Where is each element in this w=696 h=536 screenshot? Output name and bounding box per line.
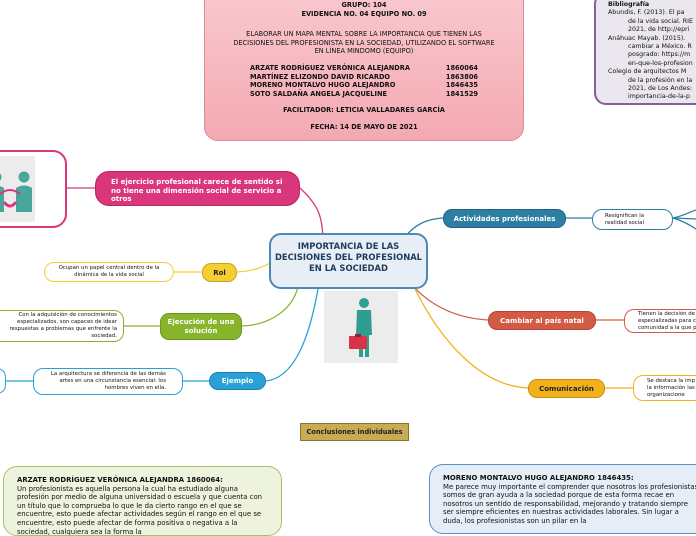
cambiar-note[interactable]: Tienen la decisión de especializadas par… [624, 309, 696, 333]
service-dimension-topic[interactable]: El ejercicio profesional carece de senti… [95, 171, 300, 206]
bibliography-line: 2021, de http://epri [628, 26, 690, 34]
conclusion-text: Me parece muy importante el comprender q… [443, 482, 696, 525]
bibliography-line: 2021, de Los Andes: [628, 85, 693, 93]
assignment-header[interactable]: GRUPO: 104 EVIDENCIA NO. 04 EQUIPO NO. 0… [204, 0, 524, 141]
team-members: ARZATE RODRÍGUEZ VERÓNICA ALEJANDRA 18600… [205, 64, 523, 98]
member-name: ARZATE RODRÍGUEZ VERÓNICA ALEJANDRA [250, 63, 410, 72]
member-row: SOTO SALDAÑA ANGELA JACQUELINE 1841529 [205, 90, 523, 99]
bibliography-line: importancia-de-la-p [628, 93, 691, 101]
bibliography-line: de la profesión en la [628, 76, 693, 84]
ejecucion-note[interactable]: Con la adquisición de conocimientos espe… [0, 310, 124, 342]
ejecucion-topic[interactable]: Ejecución de una solución [160, 313, 242, 340]
conclusion-title: MORENO MONTALVO HUGO ALEJANDRO 1846435: [443, 474, 634, 482]
professional-person-icon [349, 298, 372, 357]
rol-note[interactable]: Ocupan un papel central dentro de la din… [44, 262, 174, 282]
conclusion-text: Un profesionista es aquella persona la c… [17, 484, 263, 536]
rol-topic[interactable]: Rol [202, 263, 237, 282]
bibliography-line: Abundis, F. (2013). El pa [608, 9, 685, 17]
bibliography-line: en-que-los-profesion [628, 59, 693, 67]
facilitador-label: FACILITADOR: LETICIA VALLADARES GARCÍA [283, 106, 445, 115]
assignment-description: ELABORAR UN MAPA MENTAL SOBRE LA IMPORTA… [205, 30, 523, 56]
conclusiones-topic[interactable]: Conclusiones individuales [300, 423, 409, 441]
description-line: EN LÍNEA MINDOMO (EQUIPO) [314, 47, 414, 56]
grupo-label: GRUPO: 104 [341, 1, 387, 9]
description-line: ELABORAR UN MAPA MENTAL SOBRE LA IMPORTA… [246, 30, 482, 39]
bibliography-title: Bibliografía [608, 1, 650, 8]
comunicacion-note[interactable]: Se destaca la imp de la información las … [633, 375, 696, 401]
bibliography-line: posgrado: https://m [628, 51, 691, 59]
cambiar-topic[interactable]: Cambiar al país natal [488, 311, 596, 330]
member-id: 1841529 [445, 89, 478, 98]
member-id: 1860064 [445, 63, 478, 72]
bibliography-line: Anáhuac Mayab. (2015). [608, 34, 686, 42]
evidencia-label: EVIDENCIA NO. 04 EQUIPO NO. 09 [301, 9, 427, 18]
connector-lines [6, 187, 696, 389]
bibliography-box[interactable]: Bibliografía Abundis, F. (2013). El pa d… [594, 0, 696, 105]
conclusion-moreno[interactable]: MORENO MONTALVO HUGO ALEJANDRO 1846435: … [429, 464, 696, 534]
conclusion-arzate[interactable]: ARZATE RODRÍGUEZ VERÓNICA ALEJANDRA 1860… [3, 466, 282, 536]
member-name: MORENO MONTALVO HUGO ALEJANDRO [250, 81, 396, 90]
professional-image-card[interactable] [324, 291, 398, 363]
member-id: 1846435 [445, 81, 478, 90]
bibliography-line: cambiar a México. R [628, 43, 692, 51]
actividades-note[interactable]: Resignifican la realidad social [592, 209, 673, 230]
member-name: SOTO SALDAÑA ANGELA JACQUELINE [250, 89, 387, 98]
description-line: DECISIONES DEL PROFESIONISTA EN LA SOCIE… [233, 38, 495, 47]
fecha-label: FECHA: 14 DE MAYO DE 2021 [310, 122, 418, 131]
member-name: MARTÍNEZ ELIZONDO DAVID RICARDO [250, 72, 391, 81]
ejemplo-topic[interactable]: Ejemplo [209, 372, 266, 390]
actividades-topic[interactable]: Actividades profesionales [443, 209, 566, 228]
member-row: ARZATE RODRÍGUEZ VERÓNICA ALEJANDRA 18600… [205, 64, 523, 73]
bibliography-line: Colegio de arquitectos M [608, 68, 687, 76]
people-image-card[interactable] [0, 150, 67, 228]
member-id: 1863806 [445, 72, 478, 81]
bibliography-line: de la vida social. RIE [628, 17, 693, 25]
people-connection-icon [0, 171, 32, 212]
conclusion-title: ARZATE RODRÍGUEZ VERÓNICA ALEJANDRA 1860… [17, 476, 223, 484]
comunicacion-topic[interactable]: Comunicación [528, 379, 605, 398]
ejemplo-note[interactable]: La arquitectura se diferencia de las dem… [33, 368, 183, 395]
member-row: MARTÍNEZ ELIZONDO DAVID RICARDO 1863806 [205, 73, 523, 82]
main-topic[interactable]: IMPORTANCIA DE LAS DECISIONES DEL PROFES… [269, 233, 428, 289]
member-row: MORENO MONTALVO HUGO ALEJANDRO 1846435 [205, 81, 523, 90]
